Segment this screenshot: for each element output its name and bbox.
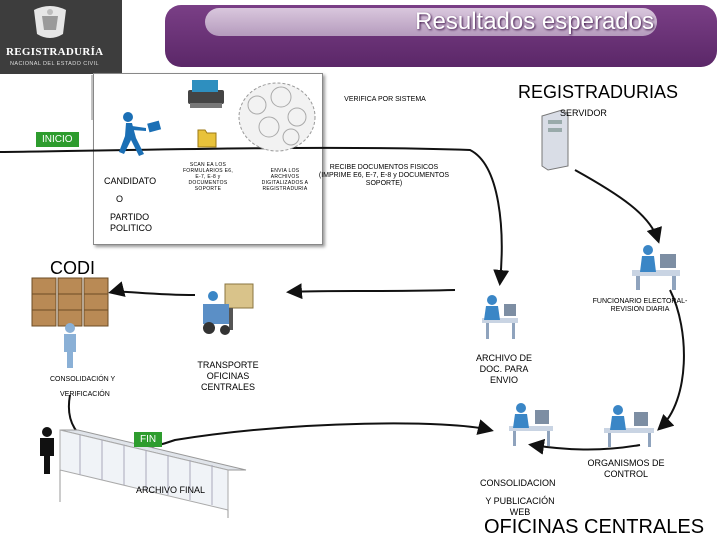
arrow-servidor-to-funcionario <box>574 169 662 244</box>
node-verificacion: VERIFICACIÓN <box>60 391 110 398</box>
tag-fin: FIN <box>134 432 163 447</box>
box-stack-icon <box>31 277 109 327</box>
logo-name: REGISTRADURÍA <box>6 46 104 58</box>
network-cloud-icon <box>238 82 316 152</box>
worker-at-desk-icon <box>604 405 654 447</box>
node-o: O <box>116 194 124 204</box>
node-recibe: RECIBE DOCUMENTOS FISICOS (IMPRIME E6, E… <box>318 164 450 187</box>
national-emblem-icon <box>34 6 66 38</box>
node-organismos: ORGANISMOS DE CONTROL <box>587 458 665 479</box>
logo-subtitle: NACIONAL DEL ESTADO CIVIL <box>10 61 99 67</box>
node-servidor: SERVIDOR <box>560 108 607 118</box>
worker-at-desk-icon <box>482 295 518 339</box>
arrow-organismos-to-consolidacion <box>528 438 641 455</box>
node-consolidacion-y: CONSOLIDACIÓN Y <box>50 376 116 383</box>
arrow-inicio-to-recibe <box>0 146 510 286</box>
node-archivo-doc: ARCHIVO DE DOC. PARA ENVIO <box>475 353 532 385</box>
node-envia: ENVIA LOS ARCHIVOS DIGITALIZADOS A REGIS… <box>261 168 309 192</box>
page-title: Resultados esperados <box>415 8 654 35</box>
walking-person-icon <box>119 112 162 156</box>
node-archivo-final: ARCHIVO FINAL <box>136 485 206 495</box>
node-oficinas: OFICINAS CENTRALES <box>484 516 705 538</box>
node-consolidacion: CONSOLIDACION <box>480 478 556 488</box>
arrow-archivo-to-transporte <box>286 283 456 300</box>
filing-cabinet-icon <box>59 429 247 518</box>
standing-person-icon <box>64 323 76 368</box>
title-banner-highlight <box>205 8 657 36</box>
node-candidato: CANDIDATO <box>104 176 157 186</box>
node-registradurias: REGISTRADURIAS <box>518 82 679 102</box>
forklift-icon <box>203 283 254 335</box>
folder-icon <box>197 129 217 148</box>
standing-person-icon <box>40 427 54 474</box>
node-scan: SCAN EA LOS FORMULARIOS E6, E-7, E-8 y D… <box>182 162 234 192</box>
scanner-icon[interactable] <box>186 76 226 112</box>
node-verifica: VERIFICA POR SISTEMA <box>344 96 426 103</box>
node-codi: CODI <box>50 258 95 278</box>
node-funcionario: FUNCIONARIO ELECTORAL- REVISION DIARIA <box>592 298 688 313</box>
tag-inicio: INICIO <box>36 132 79 147</box>
worker-at-desk-icon <box>509 403 553 446</box>
node-transporte: TRANSPORTE OFICINAS CENTRALES <box>197 360 259 392</box>
arrow-transporte-to-boxes <box>108 281 196 297</box>
worker-at-desk-icon <box>632 245 680 290</box>
registraduria-logo: REGISTRADURÍA NACIONAL DEL ESTADO CIVIL <box>0 0 122 74</box>
arrow-funcionario-to-organismos <box>657 289 685 431</box>
server-tower-icon <box>541 109 569 171</box>
node-publicacion: Y PUBLICACIÓN WEB <box>485 496 555 517</box>
node-partido: PARTIDO POLITICO <box>110 212 153 233</box>
